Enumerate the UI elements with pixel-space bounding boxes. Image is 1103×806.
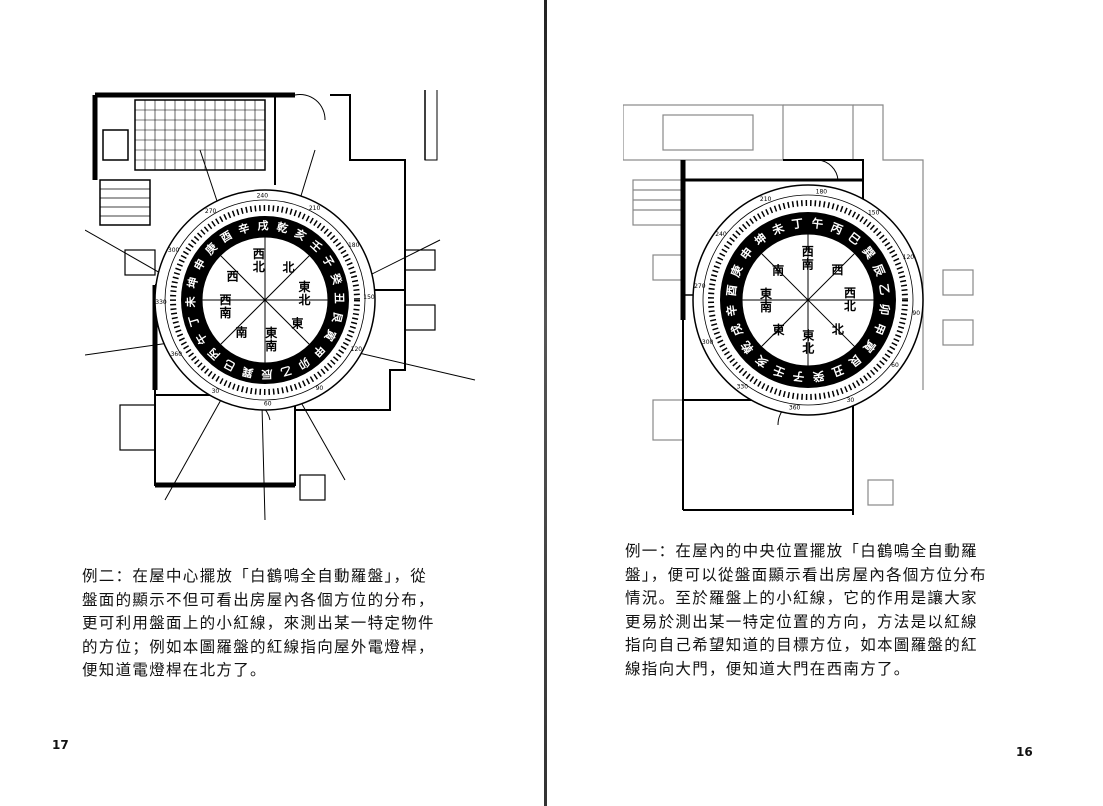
compass-ring-char: 丁 xyxy=(791,216,805,232)
caption-line: 盤面的顯示不但可看出房屋內各個方位的分布， xyxy=(82,590,435,609)
compass-degree-mark: 330 xyxy=(737,384,749,391)
compass-degree-mark: 180 xyxy=(348,242,360,249)
compass-ring-char: 戌 xyxy=(257,218,268,232)
compass-direction-label: 西 xyxy=(253,247,265,261)
compass-ring-char: 甲 xyxy=(871,321,888,337)
left-floor-plan: 酉辛戌乾亥壬子癸丑艮寅甲卯乙辰巽巳丙午丁未坤申庚 270240210180150… xyxy=(85,90,476,520)
caption-line: 盤」，便可以從盤面顯示看出房屋內各個方位分布 xyxy=(625,565,987,584)
compass-direction-label: 西 xyxy=(219,293,231,307)
compass-ring-char: 午 xyxy=(811,216,825,231)
compass-ring-char: 艮 xyxy=(329,310,345,325)
compass-direction-label: 北 xyxy=(282,260,294,275)
compass-degree-mark: 300 xyxy=(702,339,714,346)
caption-line: 的方位；例如本圖羅盤的紅線指向屋外電燈桿， xyxy=(82,637,435,656)
compass-direction-label: 東 xyxy=(772,322,784,337)
compass-ring-char: 巽 xyxy=(241,364,255,379)
caption-line: 例二：在屋中心擺放「白鶴鳴全自動羅盤」，從 xyxy=(82,567,428,585)
compass-direction-label: 南 xyxy=(772,263,784,278)
compass-degree-mark: 150 xyxy=(363,294,375,301)
compass-ring-char: 子 xyxy=(791,369,805,384)
compass-ring-char: 乙 xyxy=(877,283,893,297)
page-number: 17 xyxy=(52,738,69,752)
compass-direction-label: 南 xyxy=(265,338,277,353)
compass-direction-label: 南 xyxy=(235,324,247,339)
compass-degree-mark: 330 xyxy=(155,299,167,306)
page-number: 16 xyxy=(1016,745,1033,759)
caption-line: 情況。至於羅盤上的小紅線，它的作用是讓大家 xyxy=(625,589,978,607)
compass-direction-label: 東 xyxy=(802,328,814,343)
caption-line: 更易於測出某一特定位置的方向，方法是以紅線 xyxy=(625,612,978,631)
compass-direction-label: 南 xyxy=(760,299,772,314)
compass-direction-label: 北 xyxy=(844,298,856,313)
compass-degree-mark: 360 xyxy=(171,351,183,358)
right-floor-plan: 未丁午丙巳巽辰乙卯甲寅艮丑癸子壬亥乾戌辛酉庚申坤 210180150120906… xyxy=(623,104,974,515)
caption-line: 例一：在屋內的中央位置擺放「白鶴鳴全自動羅 xyxy=(625,542,978,560)
compass-degree-mark: 270 xyxy=(694,283,706,290)
compass-degree-mark: 150 xyxy=(868,210,880,217)
compass-ring-char: 乾 xyxy=(275,219,289,235)
compass-degree-mark: 120 xyxy=(903,254,915,261)
compass-ring-char: 巳 xyxy=(222,357,238,374)
compass-direction-label: 北 xyxy=(253,259,265,274)
caption-line: 便知道電燈桿在北方了。 xyxy=(82,661,267,679)
right-caption: 例一：在屋內的中央位置擺放「白鶴鳴全自動羅 盤」，便可以從盤面顯示看出房屋內各個… xyxy=(625,540,1045,681)
compass-degree-mark: 90 xyxy=(316,385,324,392)
compass-direction-label: 東 xyxy=(760,286,772,301)
caption-line: 線指向大門，便知道大門在西南方了。 xyxy=(625,659,911,678)
compass-ring-char: 癸 xyxy=(811,368,826,384)
compass-ring-char: 辛 xyxy=(237,220,252,237)
compass-ring-char: 未 xyxy=(183,295,197,308)
compass-direction-label: 西 xyxy=(844,286,856,300)
compass-degree-mark: 30 xyxy=(212,388,220,395)
compass-direction-label: 東 xyxy=(298,279,310,294)
compass-direction-label: 南 xyxy=(219,305,231,320)
compass-ring-char: 丙 xyxy=(829,220,845,237)
compass-ring-char: 戌 xyxy=(728,322,746,339)
compass-ring-char: 卯 xyxy=(877,303,892,316)
compass-degree-mark: 360 xyxy=(789,405,801,412)
compass-degree-mark: 90 xyxy=(912,310,920,317)
compass-direction-label: 東 xyxy=(265,325,277,340)
compass-ring-char: 未 xyxy=(769,220,786,238)
compass-direction-label: 西 xyxy=(227,270,239,284)
compass-degree-mark: 180 xyxy=(816,188,828,195)
compass-degree-mark: 60 xyxy=(264,401,272,408)
compass-degree-mark: 240 xyxy=(257,193,269,200)
caption-line: 更可利用盤面上的小紅線，來測出某一特定物件 xyxy=(82,614,435,632)
compass-degree-mark: 210 xyxy=(760,196,772,203)
compass-ring-char: 庚 xyxy=(728,263,745,279)
compass-ring-char: 辰 xyxy=(260,367,272,380)
compass-direction-label: 北 xyxy=(298,292,310,307)
compass-direction-label: 西 xyxy=(802,245,814,259)
book-spine xyxy=(544,0,547,806)
compass-degree-mark: 270 xyxy=(205,208,217,215)
compass-ring-char: 壬 xyxy=(771,363,787,380)
right-compass: 未丁午丙巳巽辰乙卯甲寅艮丑癸子壬亥乾戌辛酉庚申坤 210180150120906… xyxy=(692,184,924,416)
compass-ring-char: 丁 xyxy=(186,314,202,328)
left-caption: 例二：在屋中心擺放「白鶴鳴全自動羅盤」，從 盤面的顯示不但可看出房屋內各個方位的… xyxy=(82,565,482,683)
compass-degree-mark: 300 xyxy=(168,247,180,254)
compass-ring-char: 酉 xyxy=(724,283,739,297)
compass-direction-label: 北 xyxy=(802,341,814,356)
compass-direction-label: 東 xyxy=(291,316,303,331)
compass-ring-char: 坤 xyxy=(184,276,200,290)
compass-ring-char: 乙 xyxy=(279,363,293,379)
compass-ring-char: 辛 xyxy=(724,303,740,317)
compass-degree-mark: 120 xyxy=(351,346,363,353)
compass-direction-label: 北 xyxy=(832,322,844,337)
compass-ring-char: 癸 xyxy=(328,271,345,287)
compass-direction-label: 南 xyxy=(802,257,814,272)
compass-degree-mark: 210 xyxy=(309,205,321,212)
compass-degree-mark: 30 xyxy=(847,397,855,404)
caption-line: 指向自己希望知道的目標方位，如本圖羅盤的紅 xyxy=(625,636,978,654)
compass-degree-mark: 60 xyxy=(891,362,899,369)
compass-direction-label: 西 xyxy=(831,263,843,277)
compass-ring-char: 丑 xyxy=(332,292,345,303)
compass-degree-mark: 240 xyxy=(715,231,727,238)
left-compass: 酉辛戌乾亥壬子癸丑艮寅甲卯乙辰巽巳丙午丁未坤申庚 270240210180150… xyxy=(154,189,376,411)
